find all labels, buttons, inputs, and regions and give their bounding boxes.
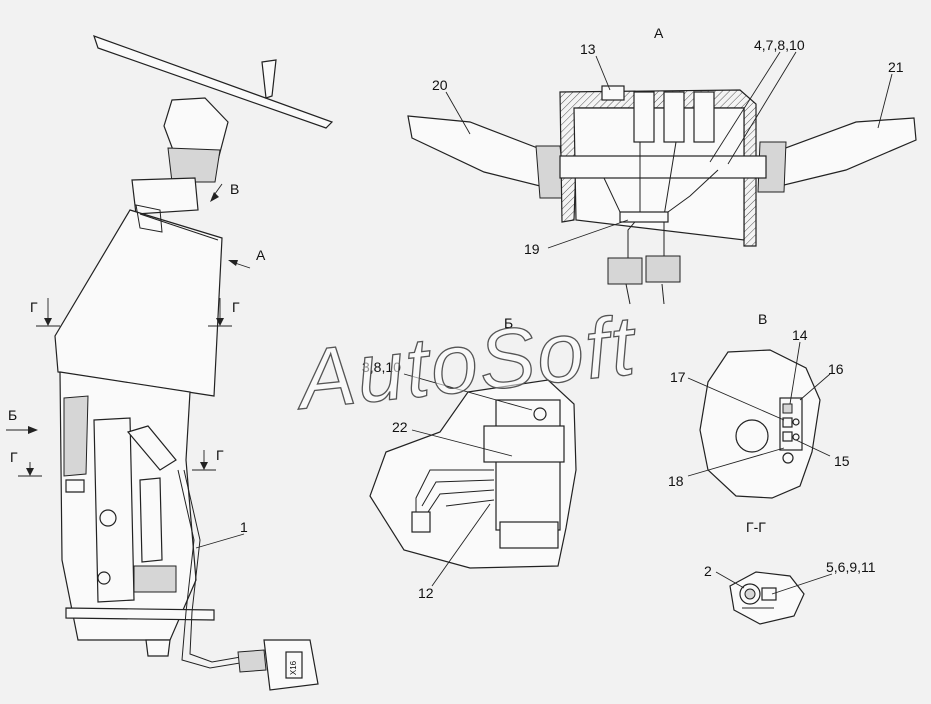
connector-right [645, 255, 681, 283]
indicator-lamp [782, 452, 794, 464]
switch-14 [782, 403, 793, 414]
watermark: AutoSoft [289, 298, 642, 428]
marker-g-bottom-right: Г [216, 447, 224, 463]
callout-17: 17 [670, 369, 686, 385]
callout-21: 21 [888, 59, 904, 75]
callout-22: 22 [392, 419, 408, 435]
callout-18: 18 [668, 473, 684, 489]
harness-sleeve [237, 649, 267, 673]
callout-16: 16 [828, 361, 844, 377]
callout-19: 19 [524, 241, 540, 257]
callout-14: 14 [792, 327, 808, 343]
view-b-title: Б [504, 315, 513, 331]
callout-20: 20 [432, 77, 448, 93]
relay-plug [411, 511, 431, 533]
housing-bar [559, 155, 767, 179]
marker-v: В [230, 181, 239, 197]
view-arrows: В А Б Г Г Г Г [6, 181, 266, 477]
callout-3-8-10: 3,8,10 [362, 359, 401, 375]
column-shroud [54, 209, 223, 397]
right-stalk-switch [779, 117, 917, 187]
callout-5-6-9-11: 5,6,9,11 [826, 559, 876, 575]
left-stalk-switch [407, 115, 549, 189]
column-coupling [131, 177, 199, 215]
switch-17 [782, 417, 793, 428]
section-g-g: Г-Г [729, 519, 805, 625]
column-collar [167, 147, 221, 183]
marker-g-bottom-left: Г [10, 449, 18, 465]
marker-g-top-right: Г [232, 299, 240, 315]
mounting-plate [65, 607, 215, 621]
view-a: А [407, 25, 917, 305]
linkage-lever [126, 425, 177, 471]
callout-12: 12 [418, 585, 434, 601]
view-v: В [699, 311, 821, 499]
harness-clamp [619, 211, 669, 223]
callout-13: 13 [580, 41, 596, 57]
section-g-g-title: Г-Г [746, 519, 766, 535]
steering-wheel-bar [93, 35, 334, 129]
steering-column-assembly: X16 [54, 35, 334, 691]
callout-1: 1 [240, 519, 248, 535]
switch-18 [782, 431, 793, 442]
view-b: Б [369, 315, 577, 569]
harness-tube [177, 469, 259, 669]
connector-label: X16 [289, 660, 298, 675]
marker-g-top-left: Г [30, 299, 38, 315]
marker-b: Б [8, 407, 17, 423]
relay-block [495, 399, 561, 531]
connector-left [607, 257, 643, 285]
callout-4-7-8-10: 4,7,8,10 [754, 37, 805, 53]
callout-15: 15 [834, 453, 850, 469]
wheel-hub-spoke [261, 59, 277, 99]
switch-module [633, 91, 655, 143]
view-v-title: В [758, 311, 767, 327]
marker-a: А [256, 247, 266, 263]
callout-2: 2 [704, 563, 712, 579]
view-a-title: А [654, 25, 664, 41]
pedal-arm [93, 417, 135, 603]
